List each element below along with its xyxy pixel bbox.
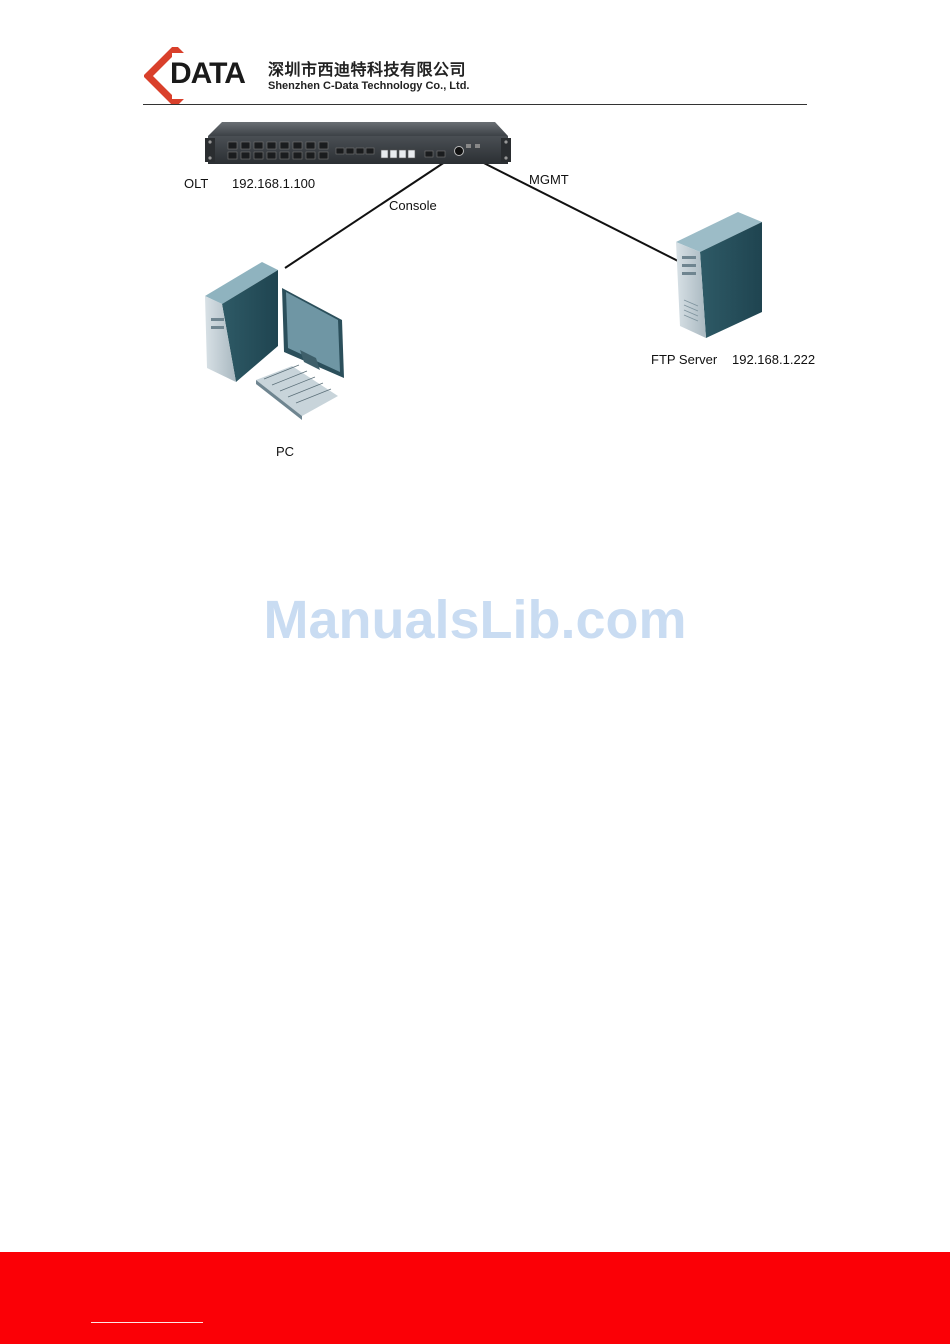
footer-underline: [91, 1322, 203, 1323]
header-divider: [143, 104, 807, 105]
mgmt-cable: [462, 152, 680, 262]
olt-device-icon: [205, 122, 511, 164]
logo-text: DATA: [170, 56, 245, 92]
ftp-server-icon: [676, 212, 762, 338]
company-name-chinese: 深圳市西迪特科技有限公司: [268, 61, 466, 79]
watermark-text: ManualsLib.com: [0, 588, 950, 652]
company-name-english: Shenzhen C-Data Technology Co., Ltd.: [268, 80, 469, 93]
diagram-canvas: [0, 110, 950, 470]
ftp-server-ip-label: 192.168.1.222: [732, 352, 815, 368]
olt-ip-label: 192.168.1.100: [232, 176, 315, 192]
ftp-server-label: FTP Server: [651, 352, 717, 368]
pc-label: PC: [276, 444, 294, 460]
page-footer-bar: [0, 1252, 950, 1344]
pc-computer-icon: [205, 262, 344, 420]
page-header: DATA 深圳市西迪特科技有限公司 Shenzhen C-Data Techno…: [0, 0, 950, 110]
olt-label: OLT: [184, 176, 208, 192]
mgmt-link-label: MGMT: [529, 172, 569, 188]
console-link-label: Console: [389, 198, 437, 214]
network-diagram: OLT 192.168.1.100 Console MGMT FTP Serve…: [0, 110, 950, 470]
